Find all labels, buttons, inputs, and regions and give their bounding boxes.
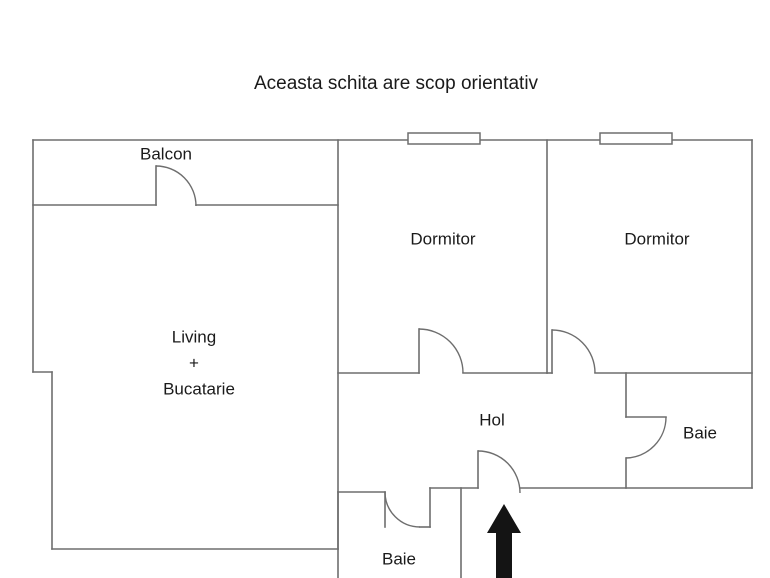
room-balcon-walls [32,165,339,207]
room-dormitor-right-walls [546,329,753,374]
room-hol-walls [429,450,521,494]
door-balcon-arc [155,165,197,207]
window-dormitor-left [407,132,481,145]
window-dormitor-right [599,132,673,145]
door-entrance-arc [477,450,521,494]
room-baie-bottom-walls [337,487,462,578]
room-label-dormitor-right: Dormitor [624,229,690,248]
room-baie-right-walls [625,372,667,489]
door-dormitor-left-arc [418,328,464,374]
room-labels: Balcon Living + Bucatarie Dormitor Dormi… [140,144,717,568]
door-dormitor-right-arc [551,329,596,374]
room-label-living-plus: + [189,353,199,372]
room-label-balcon: Balcon [140,144,192,163]
room-label-bucatarie: Bucatarie [163,379,235,398]
room-label-dormitor-left: Dormitor [410,229,476,248]
entrance-arrow [487,504,521,578]
door-baie-bottom-arc [384,491,421,528]
wall-group-outer [32,139,753,550]
door-baie-right-arc [625,416,667,459]
room-dormitor-left-walls [337,139,548,374]
room-label-living: Living [172,327,216,346]
window-group [407,132,673,145]
room-label-baie-right: Baie [683,423,717,442]
room-label-hol: Hol [479,410,505,429]
room-label-baie-bottom: Baie [382,549,416,568]
page-title: Aceasta schita are scop orientativ [254,73,539,94]
